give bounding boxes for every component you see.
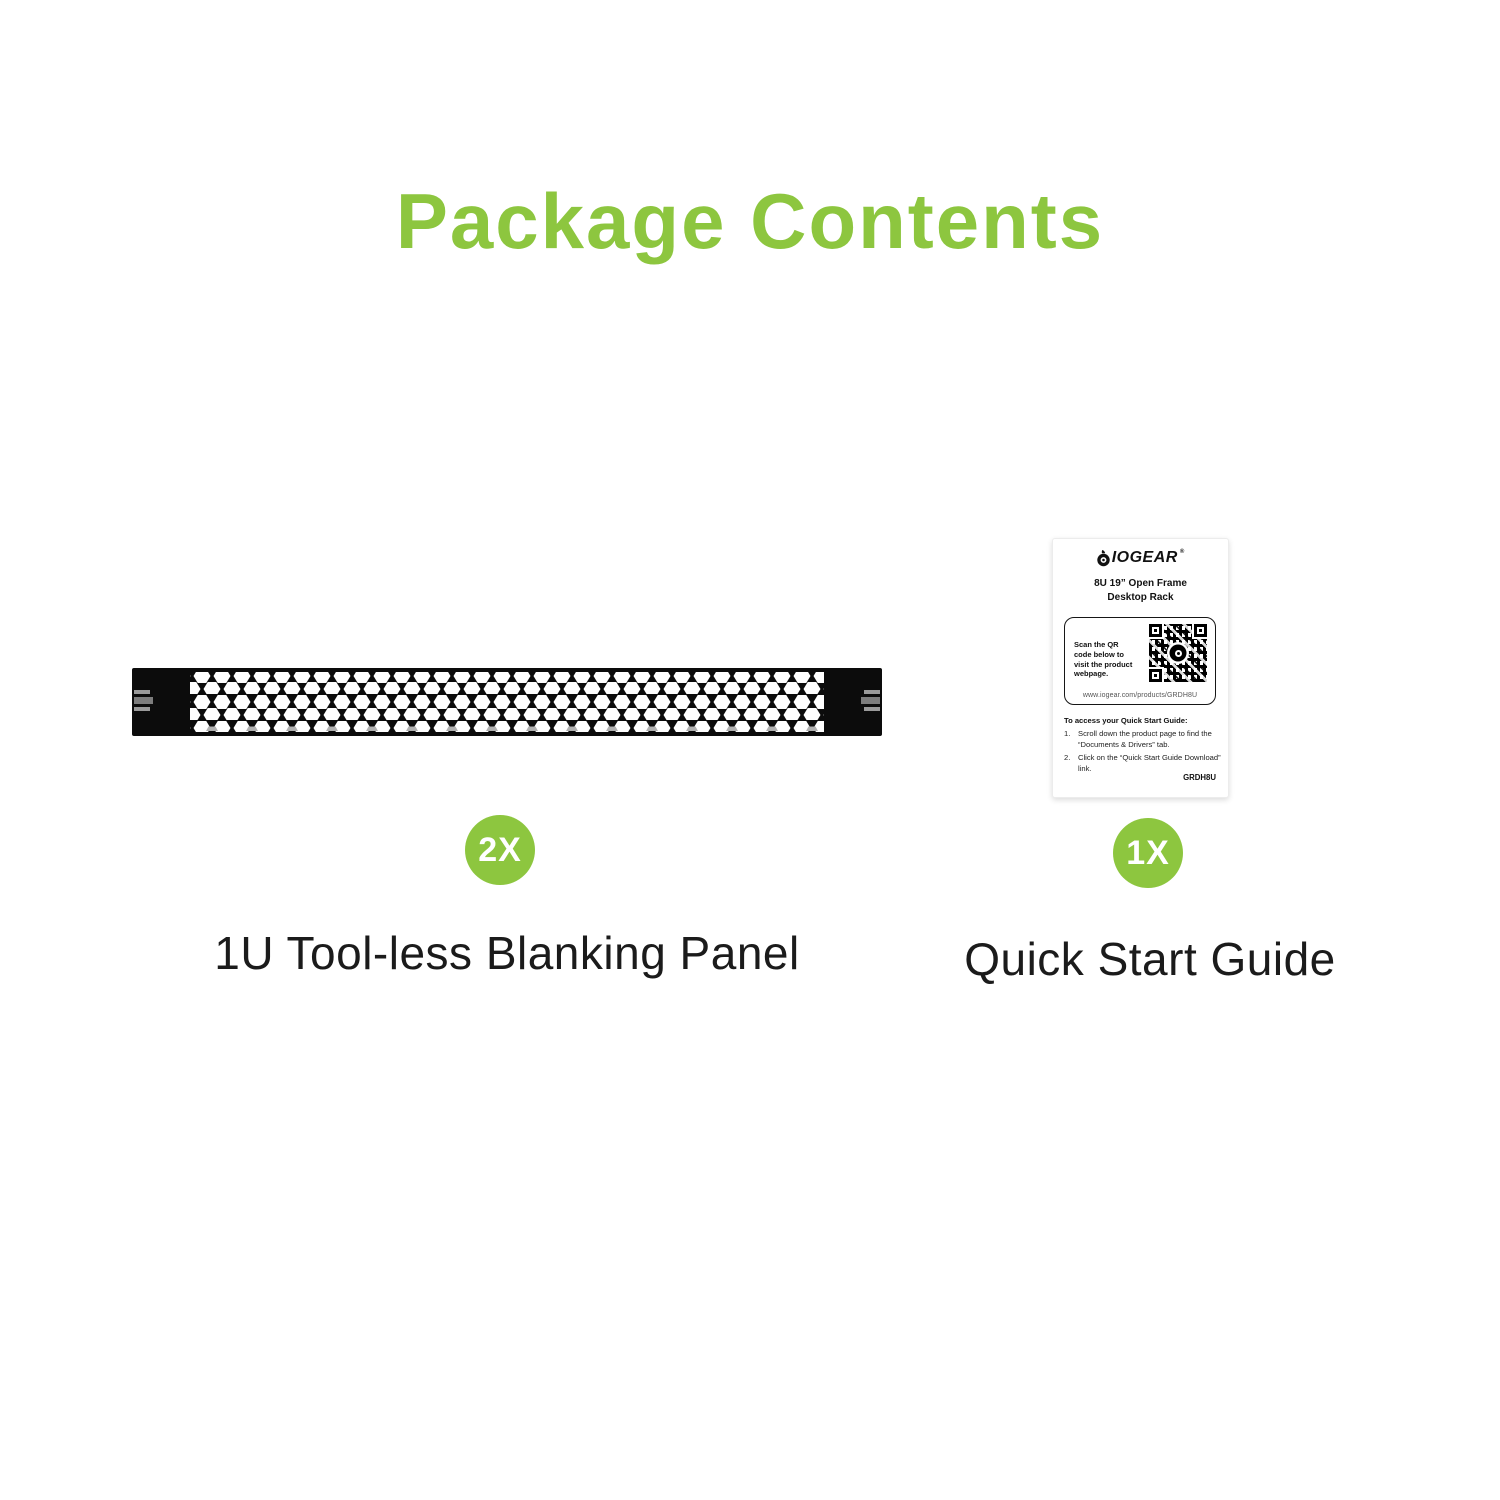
instruction-steps: 1. Scroll down the product page to find … xyxy=(1064,728,1221,776)
blanking-panel-image xyxy=(132,668,882,736)
page-title: Package Contents xyxy=(395,177,1105,266)
product-title-line1: 8U 19” Open Frame xyxy=(1094,578,1187,589)
qr-code xyxy=(1149,624,1207,682)
qr-center-logo xyxy=(1169,644,1187,662)
instruction-step: 2. Click on the “Quick Start Guide Downl… xyxy=(1064,752,1221,774)
access-heading: To access your Quick Start Guide: xyxy=(1064,716,1188,725)
qr-finder-top-right xyxy=(1194,624,1207,637)
product-title-line2: Desktop Rack xyxy=(1107,591,1174,603)
panel-bottom-vents xyxy=(206,726,818,731)
quantity-badge-quick-start-guide: 1X xyxy=(1113,818,1183,888)
item-label-quick-start-guide: Quick Start Guide xyxy=(964,933,1336,985)
panel-left-latch xyxy=(134,690,153,711)
blanking-panel-graphic xyxy=(132,668,882,736)
qr-panel: Scan the QR code below to visit the prod… xyxy=(1064,617,1216,705)
brand-name: IOGEAR xyxy=(1111,549,1178,566)
step-number: 2. xyxy=(1064,753,1071,762)
qr-caption: Scan the QR code below to visit the prod… xyxy=(1074,640,1133,679)
step-text: Click on the “Quick Start Guide Download… xyxy=(1078,753,1221,773)
iogear-logo: IOGEAR ® xyxy=(1053,549,1228,567)
registered-trademark: ® xyxy=(1179,549,1185,555)
instruction-step: 1. Scroll down the product page to find … xyxy=(1064,728,1221,750)
product-url: www.iogear.com/products/GRDH8U xyxy=(1082,692,1198,699)
iogear-eye-icon xyxy=(1097,550,1110,567)
qr-finder-bottom-left xyxy=(1149,669,1162,682)
quick-start-guide-card: IOGEAR ® 8U 19” Open Frame Desktop Rack … xyxy=(1052,538,1229,798)
qr-finder-top-left xyxy=(1149,624,1162,637)
panel-right-latch xyxy=(861,690,880,711)
model-number: GRDH8U xyxy=(1183,773,1216,782)
item-label-blanking-panel: 1U Tool-less Blanking Panel xyxy=(214,927,800,979)
quantity-badge-blanking-panel: 2X xyxy=(465,815,535,885)
step-text: Scroll down the product page to find the… xyxy=(1078,729,1212,749)
product-title: 8U 19” Open Frame Desktop Rack xyxy=(1053,577,1228,604)
step-number: 1. xyxy=(1064,729,1071,738)
